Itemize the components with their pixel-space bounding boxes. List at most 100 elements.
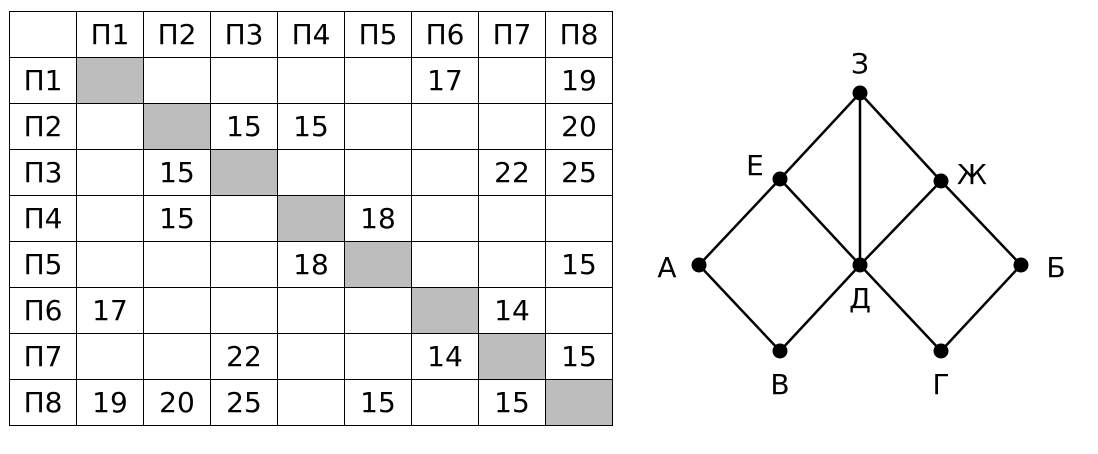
- column-header: П6: [411, 11, 479, 58]
- column-header: П1: [76, 11, 144, 58]
- weight-cell: [411, 149, 479, 196]
- diagonal-cell: [344, 241, 412, 288]
- weight-cell: [76, 149, 144, 196]
- weight-cell: 15: [143, 149, 211, 196]
- weight-cell: 15: [478, 379, 546, 426]
- column-header: П4: [277, 11, 345, 58]
- graph-node: [933, 343, 949, 359]
- graph-edge: [859, 92, 942, 182]
- weight-cell: 15: [210, 103, 278, 150]
- graph-edge: [698, 264, 781, 352]
- graph-edge: [859, 264, 942, 352]
- graph-node: [772, 171, 788, 187]
- weight-cell: 17: [76, 287, 144, 334]
- graph-edge: [859, 180, 942, 266]
- column-header: П3: [210, 11, 278, 58]
- row-header: П4: [9, 195, 77, 242]
- graph-node: [772, 343, 788, 359]
- weight-cell: 20: [545, 103, 613, 150]
- weight-cell: [545, 287, 613, 334]
- weight-cell: [411, 195, 479, 242]
- node-label: Г: [932, 368, 949, 401]
- diagonal-cell: [545, 379, 613, 426]
- weight-cell: 22: [478, 149, 546, 196]
- table-row: П7 22 14 15: [9, 333, 613, 380]
- node-label: Ж: [957, 158, 987, 191]
- row-header: П1: [9, 57, 77, 104]
- weight-cell: 18: [277, 241, 345, 288]
- weight-cell: 14: [478, 287, 546, 334]
- graph-edge: [940, 180, 1022, 266]
- diagonal-cell: [76, 57, 144, 104]
- weight-cell: [344, 287, 412, 334]
- weight-cell: [143, 57, 211, 104]
- weight-cell: [277, 149, 345, 196]
- weight-cell: [411, 379, 479, 426]
- weight-cell: 15: [277, 103, 345, 150]
- weight-cell: 15: [143, 195, 211, 242]
- table-row: П5 18 15: [9, 241, 613, 288]
- weight-cell: 25: [545, 149, 613, 196]
- column-header: П2: [143, 11, 211, 58]
- weight-cell: 22: [210, 333, 278, 380]
- weight-cell: [545, 195, 613, 242]
- weight-cell: 25: [210, 379, 278, 426]
- diagonal-cell: [277, 195, 345, 242]
- node-label: Е: [746, 149, 764, 182]
- weight-cell: [411, 103, 479, 150]
- weight-cell: [210, 57, 278, 104]
- column-header: П8: [545, 11, 613, 58]
- weight-cell: 15: [545, 333, 613, 380]
- weight-cell: [478, 57, 546, 104]
- row-header: П5: [9, 241, 77, 288]
- weight-cell: [76, 241, 144, 288]
- weight-cell: [277, 333, 345, 380]
- graph-node: [852, 85, 868, 101]
- row-header: П6: [9, 287, 77, 334]
- graph-node: [1013, 257, 1029, 273]
- graph-edge: [779, 264, 861, 352]
- column-header: П5: [344, 11, 412, 58]
- diagonal-cell: [210, 149, 278, 196]
- weight-cell: [478, 195, 546, 242]
- graph-edge: [698, 178, 781, 266]
- weight-cell: [344, 149, 412, 196]
- table-row: П4 15 18: [9, 195, 613, 242]
- row-header: П8: [9, 379, 77, 426]
- weight-cell: [210, 241, 278, 288]
- weight-cell: 14: [411, 333, 479, 380]
- weight-cell: [344, 57, 412, 104]
- weight-cell: [411, 241, 479, 288]
- node-label: Д: [849, 282, 871, 315]
- diagonal-cell: [143, 103, 211, 150]
- weight-cell: [143, 241, 211, 288]
- weight-cell: [143, 287, 211, 334]
- weight-cell: 18: [344, 195, 412, 242]
- weight-cell: [344, 103, 412, 150]
- node-label: В: [770, 368, 789, 401]
- weight-cell: 20: [143, 379, 211, 426]
- row-header: П3: [9, 149, 77, 196]
- weight-cell: [76, 195, 144, 242]
- node-label: Б: [1046, 251, 1065, 284]
- graph-node: [691, 257, 707, 273]
- weight-cell: [344, 333, 412, 380]
- weight-cell: [277, 57, 345, 104]
- node-label: З: [851, 47, 869, 80]
- row-header: П2: [9, 103, 77, 150]
- weight-cell: [277, 287, 345, 334]
- row-header: П7: [9, 333, 77, 380]
- weight-cell: 19: [545, 57, 613, 104]
- table-corner-cell: [9, 11, 77, 58]
- weight-cell: 15: [545, 241, 613, 288]
- weight-cell: [277, 379, 345, 426]
- graph-node: [933, 173, 949, 189]
- weight-cell: [210, 287, 278, 334]
